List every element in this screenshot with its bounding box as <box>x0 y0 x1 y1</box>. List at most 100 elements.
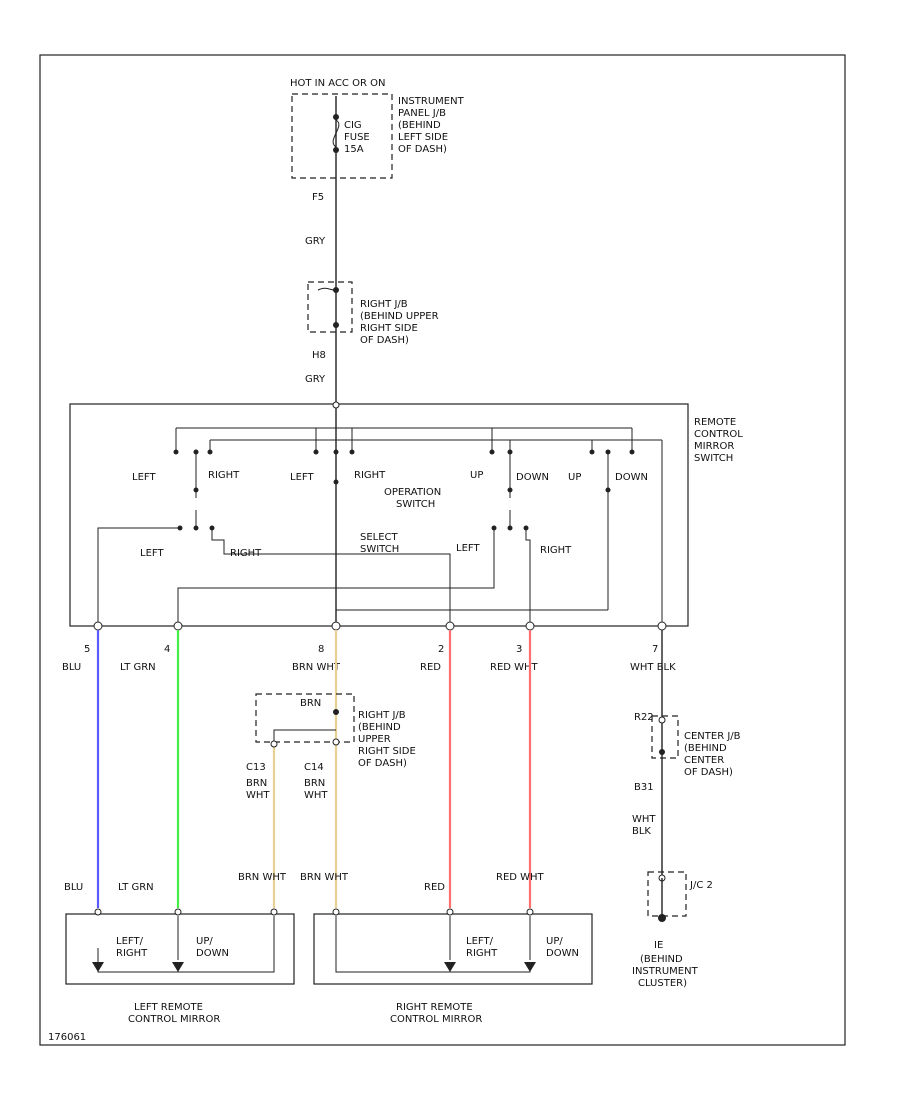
pin-color-1: LT GRN <box>120 662 156 673</box>
fuse-location-4: OF DASH) <box>398 144 447 155</box>
fuse-box-header: HOT IN ACC OR ON <box>290 78 385 89</box>
op-label-1: RIGHT <box>208 470 240 481</box>
fuse-location-0: INSTRUMENT <box>398 96 465 107</box>
left-motor-right-1: DOWN <box>196 948 229 959</box>
operation-name-1: SWITCH <box>396 499 435 510</box>
fuse-label-0: CIG <box>344 120 362 131</box>
fuse-location-3: LEFT SIDE <box>398 132 448 143</box>
op-label-6: UP <box>568 472 581 483</box>
left-motor-left-1: RIGHT <box>116 948 148 959</box>
figure-code: 176061 <box>48 1032 86 1043</box>
lower-jb-right-pin: C14 <box>304 762 324 773</box>
right-remote-control-mirror: BRN WHT RED RED WHT LEFT/ RIGHT UP/ DOWN… <box>300 872 593 1025</box>
right-motor-left-0: LEFT/ <box>466 936 494 947</box>
right-motor-right-0: UP/ <box>546 936 563 947</box>
pin-num-3: 2 <box>438 644 444 655</box>
fuse-box: HOT IN ACC OR ON CIG FUSE 15A INSTRUMENT… <box>290 78 465 380</box>
upper-jb-location-0: RIGHT J/B <box>360 299 408 310</box>
right-motor-left-1: RIGHT <box>466 948 498 959</box>
left-mirror-top-1: LT GRN <box>118 882 154 893</box>
switch-name-2: MIRROR <box>694 441 734 452</box>
ground-name: IE <box>654 940 663 951</box>
lower-jb-location-2: UPPER <box>358 734 391 745</box>
right-mirror-top-0: BRN WHT <box>300 872 349 883</box>
center-junction-block: R22 CENTER J/B (BEHIND CENTER OF DASH) B… <box>632 712 741 989</box>
op-label-5: DOWN <box>516 472 549 483</box>
select-name-1: SWITCH <box>360 544 399 555</box>
center-jb-top-pin: R22 <box>634 712 654 723</box>
left-motor-right-0: UP/ <box>196 936 213 947</box>
left-mirror-name-0: LEFT REMOTE <box>134 1002 203 1013</box>
lower-jb-location-3: RIGHT SIDE <box>358 746 416 757</box>
lower-jb-left-color-0: BRN <box>246 778 267 789</box>
pin-num-5: 7 <box>652 644 658 655</box>
lower-jb-left-color-1: WHT <box>246 790 270 801</box>
ground-location-2: CLUSTER) <box>638 978 687 989</box>
center-jb-connector: J/C 2 <box>689 880 713 891</box>
upper-jb-pin: H8 <box>312 350 326 361</box>
center-jb-location-0: CENTER J/B <box>684 731 741 742</box>
op-label-2: LEFT <box>290 472 314 483</box>
pin-num-1: 4 <box>164 644 170 655</box>
lower-jb-left-pin: C13 <box>246 762 266 773</box>
upper-jb-location-1: (BEHIND UPPER <box>360 311 439 322</box>
switch-pins: 5 4 8 2 3 7 BLU LT GRN BRN WHT RED RED W… <box>62 621 676 673</box>
pin-num-4: 3 <box>516 644 522 655</box>
pin-color-2: BRN WHT <box>292 662 341 673</box>
lower-junction-block: BRN RIGHT J/B (BEHIND UPPER RIGHT SIDE O… <box>246 693 416 801</box>
sel-label-2: LEFT <box>456 543 480 554</box>
upper-jb-color-bottom: GRY <box>305 374 326 385</box>
left-mirror-top-0: BLU <box>64 882 83 893</box>
lower-jb-right-color-0: BRN <box>304 778 325 789</box>
select-name-0: SELECT <box>360 532 399 543</box>
right-mirror-name-1: CONTROL MIRROR <box>390 1014 482 1025</box>
left-motor-left-0: LEFT/ <box>116 936 144 947</box>
op-label-3: RIGHT <box>354 470 386 481</box>
right-motor-right-1: DOWN <box>546 948 579 959</box>
pin-color-4: RED WHT <box>490 662 539 673</box>
center-jb-bottom-pin: B31 <box>634 782 654 793</box>
right-mirror-top-2: RED WHT <box>496 872 545 883</box>
fuse-label-1: FUSE <box>344 132 370 143</box>
lower-jb-location-1: (BEHIND <box>358 722 401 733</box>
switch-name-0: REMOTE <box>694 417 736 428</box>
sel-label-0: LEFT <box>140 548 164 559</box>
lower-jb-location-4: OF DASH) <box>358 758 407 769</box>
lower-jb-right-color-1: WHT <box>304 790 328 801</box>
right-mirror-name-0: RIGHT REMOTE <box>396 1002 473 1013</box>
op-label-7: DOWN <box>615 472 648 483</box>
op-label-4: UP <box>470 470 483 481</box>
ground-location-0: (BEHIND <box>640 954 683 965</box>
lower-jb-inner: BRN <box>300 698 321 709</box>
fuse-pin: F5 <box>312 192 324 203</box>
lower-jb-location-0: RIGHT J/B <box>358 710 406 721</box>
center-jb-location-1: (BEHIND <box>684 743 727 754</box>
pin-color-3: RED <box>420 662 441 673</box>
pin-color-0: BLU <box>62 662 81 673</box>
pin-num-2: 8 <box>318 644 324 655</box>
diagram-frame <box>39 54 846 1046</box>
center-jb-color-0: WHT <box>632 814 656 825</box>
upper-jb-color-top: GRY <box>305 236 326 247</box>
upper-jb-location-2: RIGHT SIDE <box>360 323 418 334</box>
pin-color-5: WHT BLK <box>630 662 676 673</box>
center-jb-location-2: CENTER <box>684 755 724 766</box>
pin-num-0: 5 <box>84 644 90 655</box>
colored-wires <box>96 630 663 908</box>
switch-name-1: CONTROL <box>694 429 743 440</box>
fuse-location-2: (BEHIND <box>398 120 441 131</box>
center-jb-color-1: BLK <box>632 826 651 837</box>
center-jb-location-3: OF DASH) <box>684 767 733 778</box>
sel-label-1: RIGHT <box>230 548 262 559</box>
sel-label-3: RIGHT <box>540 545 572 556</box>
fuse-location-1: PANEL J/B <box>398 108 446 119</box>
op-label-0: LEFT <box>132 472 156 483</box>
upper-jb-location-3: OF DASH) <box>360 335 409 346</box>
right-mirror-top-1: RED <box>424 882 445 893</box>
ground-location-1: INSTRUMENT <box>632 966 699 977</box>
left-remote-control-mirror: BLU LT GRN BRN WHT LEFT/ RIGHT UP/ DOWN … <box>64 872 295 1025</box>
remote-control-mirror-switch: REMOTE CONTROL MIRROR SWITCH <box>69 380 743 627</box>
fuse-label-2: 15A <box>344 144 364 155</box>
switch-name-3: SWITCH <box>694 453 733 464</box>
